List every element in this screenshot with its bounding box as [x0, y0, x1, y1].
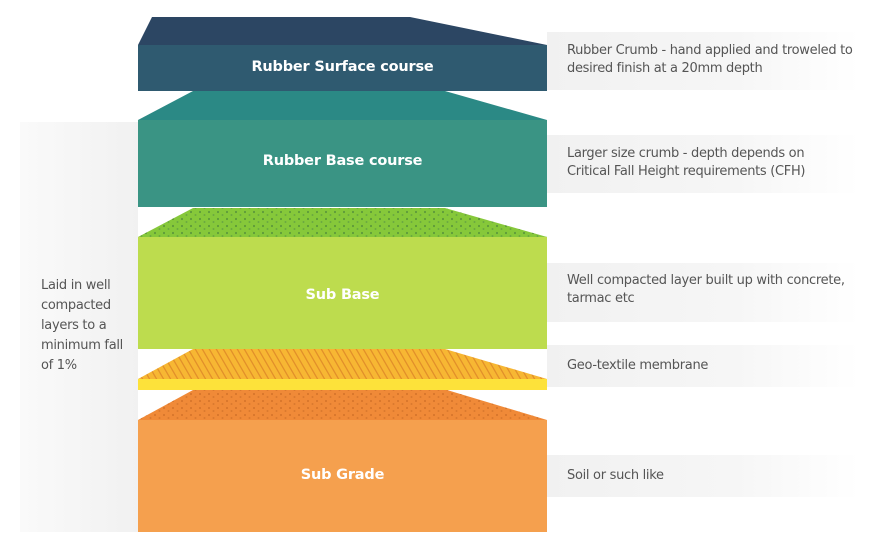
layer-surface: [138, 17, 547, 91]
layer-base: [138, 91, 547, 207]
description-panel-base: Larger size crumb - depth depends on Cri…: [547, 135, 860, 193]
layer-subgrade: [138, 390, 547, 532]
description-panel-surface: Rubber Crumb - hand applied and troweled…: [547, 32, 860, 90]
description-subbase: Well compacted layer built up with concr…: [567, 273, 845, 306]
description-subgrade: Soil or such like: [567, 468, 664, 483]
side-note: Laid in well compacted layers to a minim…: [41, 278, 123, 373]
description-membrane: Geo-textile membrane: [567, 358, 709, 373]
layer-membrane: [138, 349, 547, 390]
layer-subbase: [138, 208, 547, 349]
description-panel-subgrade: Soil or such like: [547, 455, 860, 497]
side-note-panel: [20, 122, 138, 532]
label-subgrade: Sub Grade: [300, 467, 385, 483]
label-surface: Rubber Surface course: [251, 59, 434, 75]
label-subbase: Sub Base: [305, 287, 380, 303]
description-surface: Rubber Crumb - hand applied and troweled…: [567, 43, 853, 76]
label-base: Rubber Base course: [262, 153, 423, 169]
description-panel-subbase: Well compacted layer built up with concr…: [547, 263, 860, 322]
description-base: Larger size crumb - depth depends on Cri…: [567, 146, 806, 179]
description-panel-membrane: Geo-textile membrane: [547, 345, 860, 387]
